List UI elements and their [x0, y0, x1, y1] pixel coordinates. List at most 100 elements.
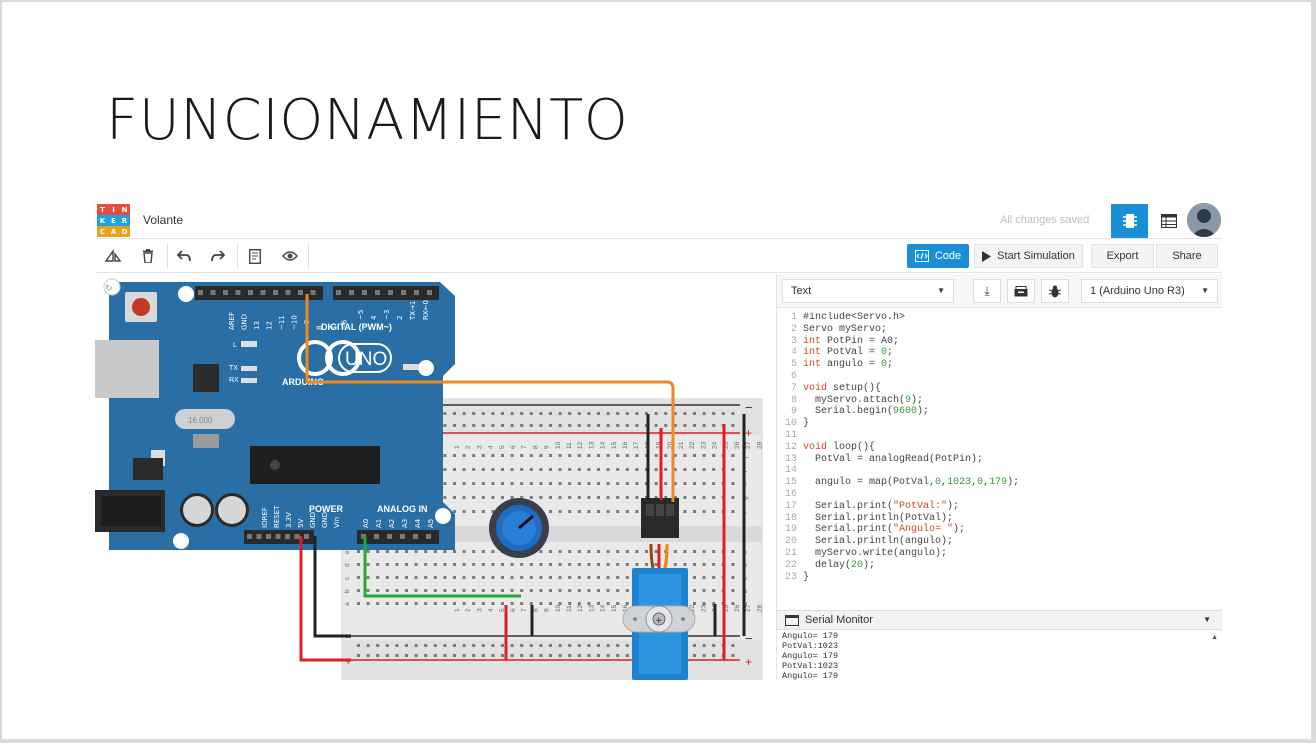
header-pin[interactable]: [298, 290, 303, 295]
header-pin[interactable]: [198, 290, 203, 295]
undo-tool[interactable]: [169, 243, 199, 269]
visibility-tool[interactable]: [275, 243, 305, 269]
code-line[interactable]: 16: [777, 489, 1222, 501]
bb-column-label: 20: [667, 441, 674, 449]
breadboard[interactable]: 1122334455667788991010111112121313141415…: [341, 398, 763, 680]
led-on-label: ON: [421, 365, 432, 372]
header-pin[interactable]: [266, 534, 271, 539]
header-pin[interactable]: [400, 534, 405, 539]
header-pin[interactable]: [426, 534, 431, 539]
bb-column-label: 25: [723, 604, 730, 612]
code-line[interactable]: 10}: [777, 418, 1222, 430]
notes-tool[interactable]: [240, 243, 270, 269]
header-pin[interactable]: [414, 290, 419, 295]
header-pin[interactable]: [401, 290, 406, 295]
debugger-button[interactable]: [1041, 279, 1069, 303]
header-pin[interactable]: [223, 290, 228, 295]
circuit-drawing[interactable]: 1122334455667788991010111112121313141415…: [95, 274, 775, 680]
code-line[interactable]: 1#include<Servo.h>: [777, 312, 1222, 324]
arduino-uno-board[interactable]: ↻ 16.000: [95, 278, 455, 550]
code-button[interactable]: Code: [907, 244, 969, 268]
share-button[interactable]: Share: [1156, 244, 1218, 268]
delete-tool[interactable]: [133, 243, 163, 269]
component-list-button[interactable]: [1152, 204, 1185, 238]
circuit-view-button[interactable]: [1111, 204, 1148, 238]
header-pin[interactable]: [285, 290, 291, 295]
header-pin[interactable]: [275, 534, 281, 539]
servo-motor[interactable]: +: [622, 498, 696, 680]
line-number: 5: [790, 359, 797, 371]
rotate-tool[interactable]: [98, 243, 128, 269]
header-pin[interactable]: [247, 534, 252, 539]
code-line[interactable]: 18 Serial.println(PotVal);: [777, 513, 1222, 525]
user-avatar[interactable]: [1187, 203, 1221, 237]
led-l-label: L: [233, 342, 237, 349]
header-pin[interactable]: [388, 290, 393, 295]
header-pin[interactable]: [248, 290, 253, 295]
pin-label: ~11: [278, 315, 286, 330]
pin-label: ~5: [357, 310, 365, 320]
notes-icon: [249, 248, 261, 264]
header-pin[interactable]: [273, 290, 278, 295]
download-code-button[interactable]: ⤓: [973, 279, 1001, 303]
code-line[interactable]: 22 delay(20);: [777, 560, 1222, 572]
header-pin[interactable]: [336, 290, 341, 295]
bb-row-label: a: [344, 602, 351, 606]
code-line[interactable]: 13 PotVal = analogRead(PotPin);: [777, 454, 1222, 466]
header-pin[interactable]: [304, 534, 309, 539]
code-line[interactable]: 14: [777, 465, 1222, 477]
code-line[interactable]: 23}: [777, 572, 1222, 584]
header-pin[interactable]: [310, 290, 316, 295]
chip-icon: [1122, 214, 1137, 228]
potentiometer[interactable]: [489, 498, 549, 558]
header-pin[interactable]: [285, 534, 290, 539]
bb-column-label: 4: [488, 445, 495, 449]
header-pin[interactable]: [210, 290, 216, 295]
device-select[interactable]: 1 (Arduino Uno R3) ▼: [1081, 279, 1218, 303]
header-pin[interactable]: [387, 534, 392, 539]
code-line[interactable]: 9 Serial.begin(9600);: [777, 406, 1222, 418]
code-line[interactable]: 20 Serial.println(angulo);: [777, 536, 1222, 548]
serial-monitor-header[interactable]: Serial Monitor ▼: [777, 610, 1222, 630]
bb-column-label: 14: [600, 441, 607, 449]
code-mode-select[interactable]: Text ▼: [782, 279, 954, 303]
rotate-icon: [104, 249, 122, 262]
code-line[interactable]: 21 myServo.write(angulo);: [777, 548, 1222, 560]
header-pin[interactable]: [349, 290, 354, 295]
header-pin[interactable]: [235, 290, 241, 295]
header-pin[interactable]: [362, 290, 367, 295]
header-pin[interactable]: [427, 290, 432, 295]
chevron-down-icon[interactable]: ▼: [1203, 615, 1211, 624]
code-line[interactable]: 8 myServo.attach(9);: [777, 395, 1222, 407]
code-line[interactable]: 19 Serial.print("Angulo= ");: [777, 524, 1222, 536]
project-name[interactable]: Volante: [143, 213, 184, 227]
code-line[interactable]: 15 angulo = map(PotVal,0,1023,0,179);: [777, 477, 1222, 489]
code-line[interactable]: 6: [777, 371, 1222, 383]
pin-label: 4: [370, 315, 378, 320]
slide-title: FUNCIONAMIENTO: [106, 88, 629, 153]
export-button[interactable]: Export: [1091, 244, 1154, 268]
pin-label: TX→1: [409, 301, 417, 321]
header-pin[interactable]: [374, 534, 379, 539]
code-line[interactable]: 17 Serial.print("PotVal:");: [777, 501, 1222, 513]
header-pin[interactable]: [413, 534, 418, 539]
bb-column-label: 8: [532, 608, 539, 612]
start-simulation-button[interactable]: Start Simulation: [974, 244, 1083, 268]
scroll-up-icon[interactable]: ▲: [1211, 634, 1218, 641]
header-pin[interactable]: [256, 534, 262, 539]
header-pin[interactable]: [294, 534, 300, 539]
redo-tool[interactable]: [203, 243, 233, 269]
libraries-button[interactable]: [1007, 279, 1035, 303]
header-pin[interactable]: [260, 290, 266, 295]
code-line[interactable]: 11: [777, 430, 1222, 442]
header-pin[interactable]: [375, 290, 380, 295]
